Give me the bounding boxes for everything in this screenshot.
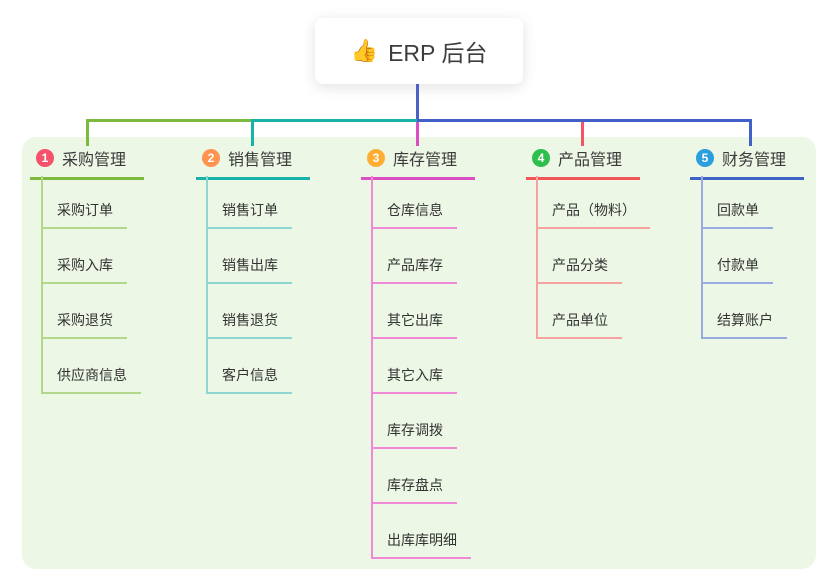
- child-node[interactable]: 产品单位: [536, 311, 622, 339]
- branch-spine: [536, 176, 538, 339]
- child-node[interactable]: 采购入库: [41, 256, 127, 284]
- child-node[interactable]: 付款单: [701, 256, 773, 284]
- branch-badge: 2: [202, 149, 220, 167]
- drop-connector-3: [416, 122, 419, 146]
- branch-node-finance[interactable]: 5 财务管理: [690, 146, 805, 180]
- branch-badge: 1: [36, 149, 54, 167]
- branch-label: 财务管理: [722, 152, 787, 169]
- child-node[interactable]: 产品库存: [371, 256, 457, 284]
- root-label: ERP 后台: [388, 40, 488, 66]
- child-node[interactable]: 客户信息: [206, 366, 292, 394]
- child-node[interactable]: 采购订单: [41, 201, 127, 229]
- root-connector: [416, 84, 419, 122]
- branch-node-sales[interactable]: 2 销售管理: [196, 146, 311, 180]
- drop-connector-4: [581, 122, 584, 146]
- thumbs-up-icon: 👍: [350, 38, 379, 63]
- child-node[interactable]: 其它入库: [371, 366, 457, 394]
- branch-badge: 4: [532, 149, 550, 167]
- child-node[interactable]: 库存盘点: [371, 476, 457, 504]
- branch-label: 产品管理: [558, 152, 623, 169]
- child-node[interactable]: 产品（物料）: [536, 201, 650, 229]
- child-node[interactable]: 仓库信息: [371, 201, 457, 229]
- child-node[interactable]: 其它出库: [371, 311, 457, 339]
- branch-badge: 5: [696, 149, 714, 167]
- drop-connector-5: [749, 119, 752, 146]
- child-node[interactable]: 库存调拨: [371, 421, 457, 449]
- child-node[interactable]: 销售订单: [206, 201, 292, 229]
- child-node[interactable]: 销售退货: [206, 311, 292, 339]
- drop-connector-1: [86, 119, 89, 146]
- branch-label: 采购管理: [62, 152, 127, 169]
- branch-spine: [41, 176, 43, 394]
- child-node[interactable]: 产品分类: [536, 256, 622, 284]
- child-node[interactable]: 结算账户: [701, 311, 787, 339]
- branch-spine: [206, 176, 208, 394]
- trunk-segment-green: [86, 119, 253, 122]
- branch-label: 销售管理: [228, 152, 293, 169]
- trunk-segment-teal: [252, 119, 419, 122]
- branch-node-inventory[interactable]: 3 库存管理: [361, 146, 476, 180]
- root-node[interactable]: 👍 ERP 后台: [315, 18, 523, 84]
- branch-node-purchase[interactable]: 1 采购管理: [30, 146, 145, 180]
- child-node[interactable]: 采购退货: [41, 311, 127, 339]
- background-panel: [22, 137, 816, 569]
- child-node[interactable]: 销售出库: [206, 256, 292, 284]
- child-node[interactable]: 供应商信息: [41, 366, 141, 394]
- branch-node-product[interactable]: 4 产品管理: [526, 146, 641, 180]
- branch-spine: [701, 176, 703, 339]
- drop-connector-2: [251, 119, 254, 146]
- branch-spine: [371, 176, 373, 559]
- branch-label: 库存管理: [393, 152, 458, 169]
- child-node[interactable]: 回款单: [701, 201, 773, 229]
- trunk-segment-blue: [417, 119, 752, 122]
- branch-badge: 3: [367, 149, 385, 167]
- child-node[interactable]: 出库库明细: [371, 531, 471, 559]
